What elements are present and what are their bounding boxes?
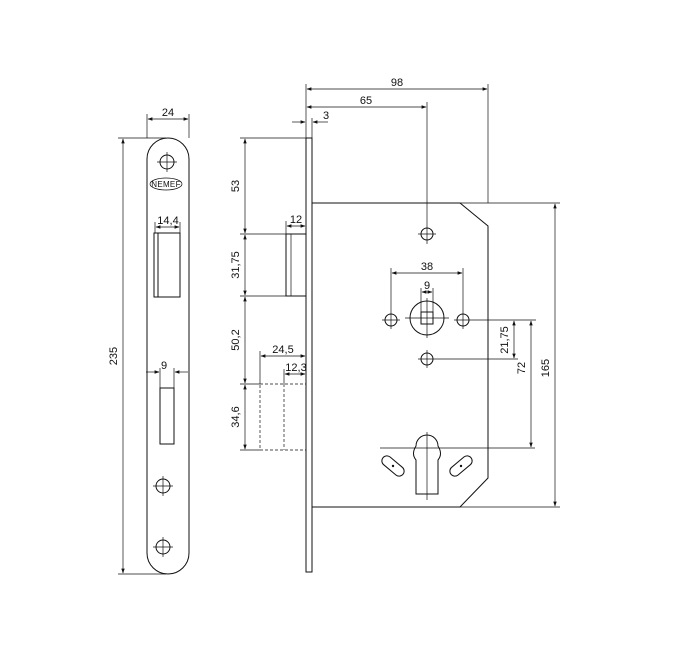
case-hole-lower (418, 350, 518, 368)
dim-latch-projection: 12 (285, 214, 306, 234)
dim-text: 14,4 (157, 215, 178, 227)
dim-case-height: 165 (460, 202, 560, 508)
dim-text: 24 (162, 107, 174, 119)
dim-text: 65 (360, 95, 372, 107)
screw-hole-bottom (153, 537, 173, 557)
case-hole-left (382, 311, 400, 329)
faceplate-side (305, 137, 313, 573)
dim-text: 24,5 (272, 344, 293, 356)
dim-spindle-square: 9 (420, 280, 434, 312)
lock-case (312, 202, 489, 508)
screw-hole-top (157, 152, 177, 172)
cylinder-cutout (380, 432, 535, 500)
slot-left (381, 455, 405, 477)
latch-bolt (240, 233, 307, 297)
dim-text: 38 (421, 261, 433, 273)
slot-right (449, 455, 473, 477)
bolt-slot (159, 387, 175, 445)
deadbolt (259, 383, 307, 451)
brand-text: NEMEF (151, 180, 181, 189)
dim-backset: 65 (306, 95, 428, 224)
dim-text: 98 (391, 77, 403, 89)
dim-spindle-to-hole: 21,75 (499, 320, 516, 359)
dim-text: 50,2 (230, 329, 242, 350)
dim-spindle-hole-spacing: 38 (390, 261, 464, 311)
screw-hole-middle (153, 476, 173, 496)
dim-bolt-depth: 24,5 (259, 344, 307, 384)
brand-logo: NEMEF (149, 177, 183, 191)
dim-text: 12,3 (285, 362, 306, 374)
dim-text: 34,6 (230, 406, 242, 427)
dim-text: 72 (516, 362, 528, 374)
dim-text: 9 (161, 360, 167, 372)
dim-text: 53 (230, 180, 242, 192)
case-hole-right (454, 311, 536, 329)
dim-faceplate-thickness: 3 (292, 110, 329, 138)
dim-bolt-projection: 12,3 (283, 362, 307, 384)
dim-vertical-stack: 53 31,75 50,2 34,6 (230, 137, 306, 451)
dim-faceplate-height: 235 (108, 137, 166, 575)
lock-body-side-view: 98 65 3 12 53 (230, 77, 560, 573)
dim-text: 165 (540, 359, 552, 377)
latch-slot (153, 232, 181, 298)
dim-text: 31,75 (230, 251, 242, 279)
dim-latch-slot-width: 14,4 (154, 215, 181, 233)
dim-text: 12 (290, 214, 302, 226)
faceplate-front-view: NEMEF 24 (108, 107, 190, 575)
dim-center-distance: 72 (516, 320, 533, 448)
dim-text: 3 (323, 110, 329, 122)
dim-text: 235 (108, 347, 120, 365)
dim-faceplate-width: 24 (146, 107, 190, 138)
dim-bolt-slot-width: 9 (146, 360, 188, 388)
dim-text: 21,75 (499, 326, 511, 354)
spindle-hub (405, 298, 449, 338)
dim-text: 9 (424, 280, 430, 292)
dim-overall-width: 98 (305, 77, 489, 203)
case-hole-top (418, 224, 436, 244)
